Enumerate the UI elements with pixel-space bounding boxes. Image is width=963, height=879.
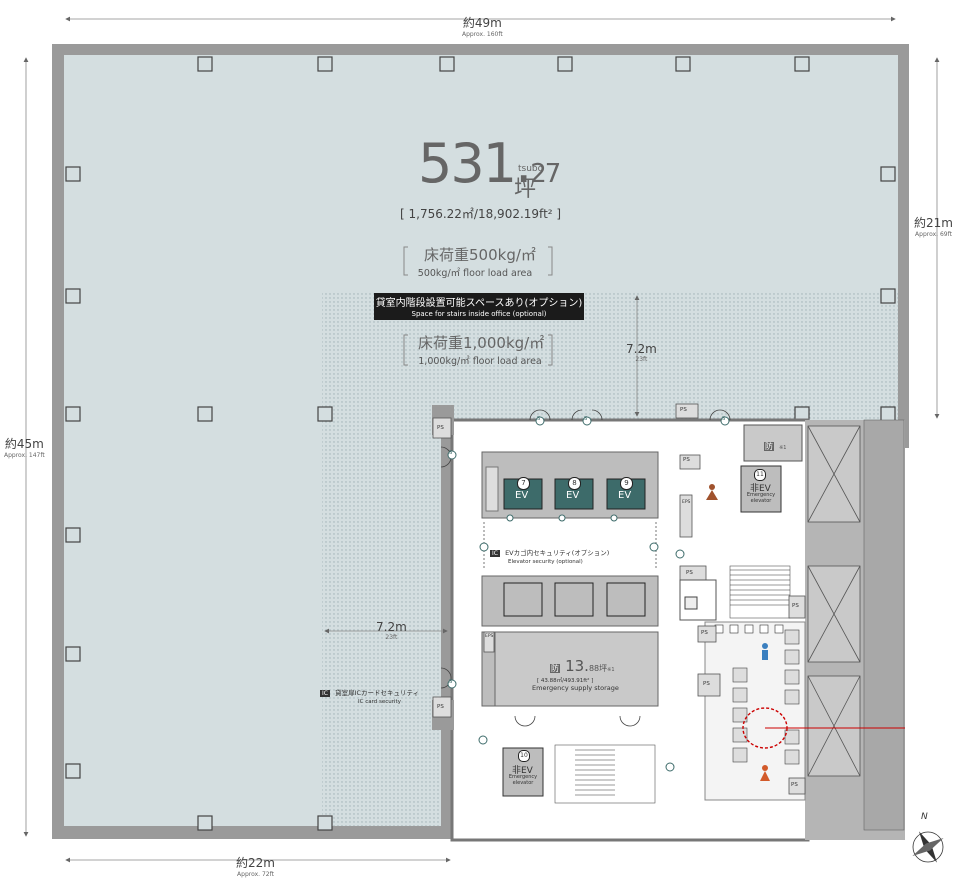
s-marker-5: S <box>449 679 453 685</box>
compass-label: N <box>921 812 928 822</box>
load-500-en: 500kg/㎡ floor load area <box>417 268 533 279</box>
storage-note: ※1 <box>607 667 615 673</box>
ev-9-label: EV <box>618 490 632 501</box>
storage-metric: [ 43.88㎡/493.91ft² ] <box>537 678 594 684</box>
ps-label-2: PS <box>437 704 444 710</box>
stairs-option-en: Space for stairs inside office (optional… <box>411 310 547 318</box>
storage-icon: 防 <box>550 664 560 673</box>
dim-top-sub: Approx. 160ft <box>462 31 503 38</box>
ps-label-6: PS <box>701 630 708 636</box>
ev-security-en: Elevator security (optional) <box>508 559 583 565</box>
stairs-lower <box>554 744 656 804</box>
card-security-en: IC card security <box>358 699 401 705</box>
dim-left-sub: Approx. 147ft <box>4 452 45 459</box>
emergency-ev-lower-jp: 非EV <box>512 766 533 776</box>
s-marker-3: S <box>722 416 726 422</box>
depth-lower-label: 7.2m <box>376 620 407 634</box>
emergency-ev-upper-en: Emergency elevator <box>746 492 776 504</box>
restroom-area <box>704 621 806 801</box>
stairs-option-jp: 貸室内階段設置可能スペースあり(オプション) <box>375 298 583 309</box>
emergency-ev-lower-number: 10 <box>518 750 530 762</box>
stairs-option-box: 貸室内階段設置可能スペースあり(オプション) Space for stairs … <box>374 293 584 320</box>
ev-8-label: EV <box>566 490 580 501</box>
storage-en: Emergency supply storage <box>532 684 619 692</box>
columns <box>65 56 896 831</box>
dim-bottom-sub: Approx. 72ft <box>237 871 274 878</box>
emergency-ev-upper-jp: 非EV <box>750 484 771 494</box>
ev-8-number: 8 <box>568 477 581 490</box>
depth-upper-sub: 23ft <box>635 356 648 363</box>
card-security-jp: 貸室扉ICカードセキュリティ <box>335 689 420 697</box>
emergency-elevator-lower[interactable] <box>502 747 544 797</box>
ps-label-7: PS <box>703 681 710 687</box>
storage-small-note: ※1 <box>779 445 787 451</box>
ps-label-1: PS <box>437 425 444 431</box>
depth-upper-label: 7.2m <box>626 342 657 356</box>
storage-dec: 88 <box>588 664 600 673</box>
card-security-badge: IC <box>320 690 330 697</box>
depth-lower-sub: 23ft <box>385 634 398 641</box>
load-1000-en: 1,000kg/㎡ floor load area <box>418 356 542 367</box>
area-tsubo-label: tsubo <box>518 164 544 174</box>
stairs-upper <box>729 565 791 619</box>
storage-main: 13. <box>565 657 589 675</box>
ev-7-number: 7 <box>517 477 530 490</box>
emergency-ev-lower-en: Emergency elevator <box>508 774 538 786</box>
ps-label-4: PS <box>683 457 690 463</box>
eps-label-2: EPS <box>485 634 494 639</box>
dim-left-label: 約45m <box>4 437 44 451</box>
ev-9-number: 9 <box>620 477 633 490</box>
s-marker-4: S <box>449 450 453 456</box>
dim-top-label: 約49m <box>462 16 502 30</box>
compass-rose <box>912 831 944 863</box>
s-marker-1: S <box>537 416 541 422</box>
storage-small-icon: 防 <box>764 442 774 451</box>
s-marker-2: S <box>584 416 588 422</box>
ps-label-9: PS <box>791 782 798 788</box>
area-metric: [ 1,756.22㎡/18,902.19ft² ] <box>400 207 562 221</box>
ev-security-badge: IC <box>490 550 500 557</box>
emergency-storage-room <box>494 631 659 707</box>
dim-right-label: 約21m <box>914 216 953 230</box>
load-500-jp: 床荷重500kg/㎡ <box>424 246 536 264</box>
dim-bottom-label: 約22m <box>236 856 275 870</box>
ps-label-5: PS <box>686 570 693 576</box>
area-tsubo: 531.27 <box>418 132 561 195</box>
ev-security-jp: EVカゴ内セキュリティ(オプション) <box>505 549 610 557</box>
ev-7-label: EV <box>515 490 529 501</box>
eps-label-1: EPS <box>682 500 691 505</box>
area-tsubo-kanji: 坪 <box>514 177 537 202</box>
ps-label-8: PS <box>792 603 799 609</box>
ps-label-3: PS <box>680 407 687 413</box>
emergency-ev-upper-number: 11 <box>754 469 766 481</box>
load-1000-jp: 床荷重1,000kg/㎡ <box>418 334 545 352</box>
storage-unit: 坪 <box>599 664 608 673</box>
dim-right-sub: Approx. 69ft <box>915 231 952 238</box>
